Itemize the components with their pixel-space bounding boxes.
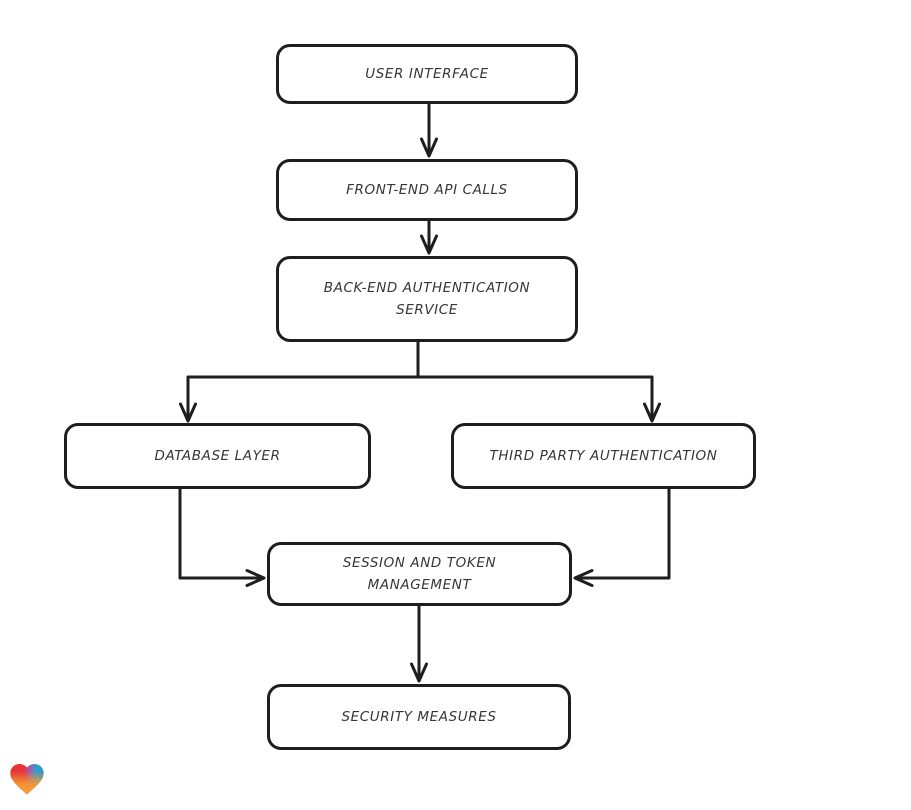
heart-shape-overlay xyxy=(10,764,44,795)
arrowhead-down-icon xyxy=(179,402,197,423)
node-label: SESSION AND TOKEN MANAGEMENT xyxy=(342,554,497,593)
arrowhead-down-icon xyxy=(643,402,661,423)
arrowhead-left-icon xyxy=(573,569,594,587)
node-label: USER INTERFACE xyxy=(365,65,489,82)
arrowhead-right-icon xyxy=(245,569,266,587)
edge-backend-branch xyxy=(186,340,654,419)
node-label: SECURITY MEASURES xyxy=(341,708,497,725)
gradient-heart-logo[interactable] xyxy=(7,759,47,799)
edge-db-to-session xyxy=(178,487,262,580)
node-label: FRONT-END API CALLS xyxy=(346,181,508,198)
arrowhead-down-icon xyxy=(420,137,438,158)
node-label: THIRD PARTY AUTHENTICATION xyxy=(489,447,718,464)
node-security-measures: SECURITY MEASURES xyxy=(267,684,571,750)
node-user-interface: USER INTERFACE xyxy=(276,44,578,104)
node-database-layer: DATABASE LAYER xyxy=(64,423,371,489)
node-session-and-token-management: SESSION AND TOKEN MANAGEMENT xyxy=(267,542,572,606)
node-third-party-authentication: THIRD PARTY AUTHENTICATION xyxy=(451,423,756,489)
node-label: BACK-END AUTHENTICATION SERVICE xyxy=(323,279,531,318)
node-front-end-api-calls: FRONT-END API CALLS xyxy=(276,159,578,221)
arrowhead-down-icon xyxy=(410,662,428,683)
node-label: DATABASE LAYER xyxy=(154,447,281,464)
node-back-end-authentication-service: BACK-END AUTHENTICATION SERVICE xyxy=(276,256,578,342)
edge-third-to-session xyxy=(577,487,671,580)
arrowhead-down-icon xyxy=(420,234,438,255)
